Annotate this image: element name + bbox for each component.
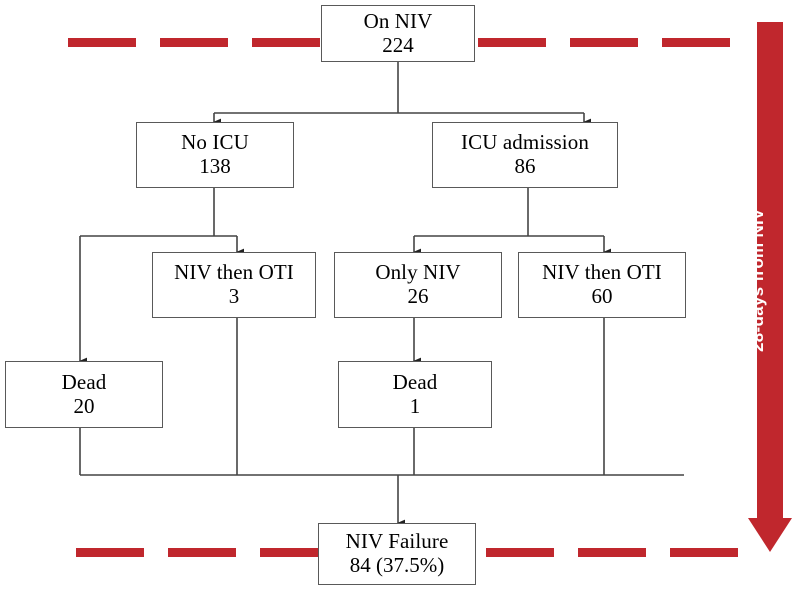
dash-segment xyxy=(168,548,236,557)
node-label: ICU admission xyxy=(461,130,589,155)
node-dead-1[interactable]: Dead 1 xyxy=(338,361,492,428)
node-no-icu[interactable]: No ICU 138 xyxy=(136,122,294,188)
node-icu-admission[interactable]: ICU admission 86 xyxy=(432,122,618,188)
dash-segment xyxy=(260,548,328,557)
node-label: On NIV xyxy=(363,8,433,33)
dash-segment xyxy=(160,38,228,47)
node-value: 1 xyxy=(409,393,421,418)
dash-segment xyxy=(662,38,730,47)
dash-segment xyxy=(570,38,638,47)
dash-segment xyxy=(76,548,144,557)
node-value: 138 xyxy=(199,154,231,178)
node-label: NIV then OTI xyxy=(542,260,662,285)
timeline-arrow-shaft xyxy=(757,22,783,518)
node-label: Only NIV xyxy=(375,260,461,285)
node-value: 60 xyxy=(591,284,613,308)
timeline-rule-top-left xyxy=(68,38,320,47)
node-niv-then-oti-60[interactable]: NIV then OTI 60 xyxy=(518,252,686,318)
node-dead-20[interactable]: Dead 20 xyxy=(5,361,163,428)
timeline-rule-top-right xyxy=(478,38,730,47)
dash-segment xyxy=(578,548,646,557)
node-value: 84 (37.5%) xyxy=(349,553,445,577)
timeline-rule-bottom-left xyxy=(76,548,328,557)
timeline-arrow: 28-days from NIV xyxy=(748,22,792,552)
dash-segment xyxy=(478,38,546,47)
node-on-niv[interactable]: On NIV 224 xyxy=(321,5,475,62)
dash-segment xyxy=(68,38,136,47)
node-only-niv[interactable]: Only NIV 26 xyxy=(334,252,502,318)
node-value: 86 xyxy=(514,154,536,178)
dash-segment xyxy=(486,548,554,557)
timeline-arrow-head xyxy=(748,518,792,552)
node-label: NIV then OTI xyxy=(174,260,294,285)
dash-segment xyxy=(252,38,320,47)
dash-segment xyxy=(670,548,738,557)
node-value: 20 xyxy=(73,393,95,418)
node-label: NIV Failure xyxy=(345,529,449,554)
timeline-arrow-label: 28-days from NIV xyxy=(748,208,768,352)
node-value: 3 xyxy=(228,284,240,308)
node-niv-then-oti-3[interactable]: NIV then OTI 3 xyxy=(152,252,316,318)
node-label: Dead xyxy=(61,369,107,394)
timeline-rule-bottom-right xyxy=(486,548,738,557)
node-label: Dead xyxy=(392,369,438,394)
node-label: No ICU xyxy=(181,130,249,155)
node-niv-failure[interactable]: NIV Failure 84 (37.5%) xyxy=(318,523,476,585)
node-value: 224 xyxy=(382,32,414,57)
node-value: 26 xyxy=(407,284,429,308)
